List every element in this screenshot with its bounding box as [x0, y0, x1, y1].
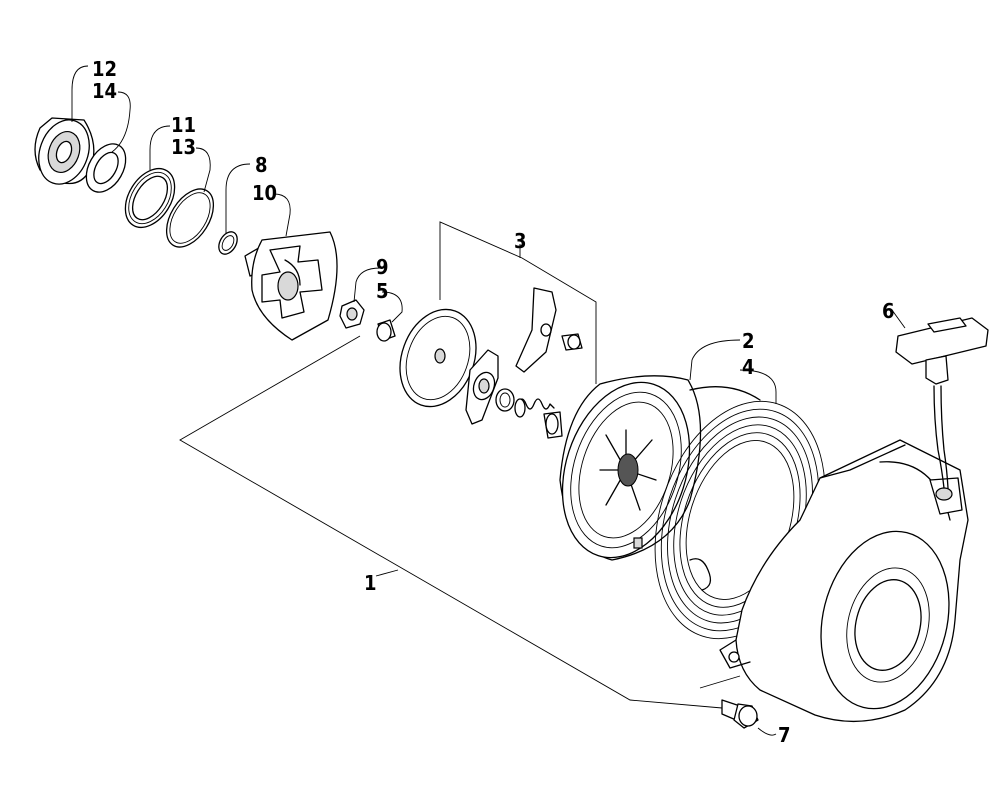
callout-2: 2	[742, 329, 755, 353]
callout-12: 12	[92, 57, 117, 81]
starter-handle	[895, 317, 989, 489]
washer	[85, 143, 127, 193]
callout-5: 5	[376, 279, 389, 303]
callout-labels: 12 14 11 13 8 10 9 5 3 2 4 6 1 7	[92, 57, 895, 747]
callout-8: 8	[255, 153, 268, 177]
callout-3: 3	[514, 229, 527, 253]
callout-11: 11	[171, 113, 196, 137]
drive-hub	[244, 231, 338, 341]
callout-4: 4	[742, 355, 755, 379]
callout-9: 9	[376, 255, 389, 279]
callout-1: 1	[364, 571, 377, 595]
bearing	[34, 117, 95, 185]
callout-13: 13	[171, 135, 196, 159]
callout-14: 14	[92, 79, 117, 103]
callout-bracket-3	[439, 221, 597, 384]
ratchet-guide	[465, 349, 499, 425]
ratchet-plate	[399, 308, 477, 408]
starter-housing	[719, 439, 969, 723]
leader-lines	[71, 65, 906, 736]
small-ring	[218, 231, 238, 255]
spring-cup	[543, 411, 563, 439]
o-ring	[165, 188, 215, 248]
bushing	[376, 319, 396, 342]
friction-spring-ring	[495, 388, 515, 412]
callout-10: 10	[252, 181, 277, 205]
coil-spring	[514, 398, 555, 418]
recoil-reel	[559, 375, 761, 561]
callout-6: 6	[882, 299, 895, 323]
callout-7: 7	[778, 723, 791, 747]
pin	[561, 333, 583, 351]
hex-nut	[339, 299, 365, 329]
ratchet-pawl	[515, 287, 557, 373]
flange-bolt	[721, 699, 759, 729]
oil-seal	[124, 168, 176, 228]
